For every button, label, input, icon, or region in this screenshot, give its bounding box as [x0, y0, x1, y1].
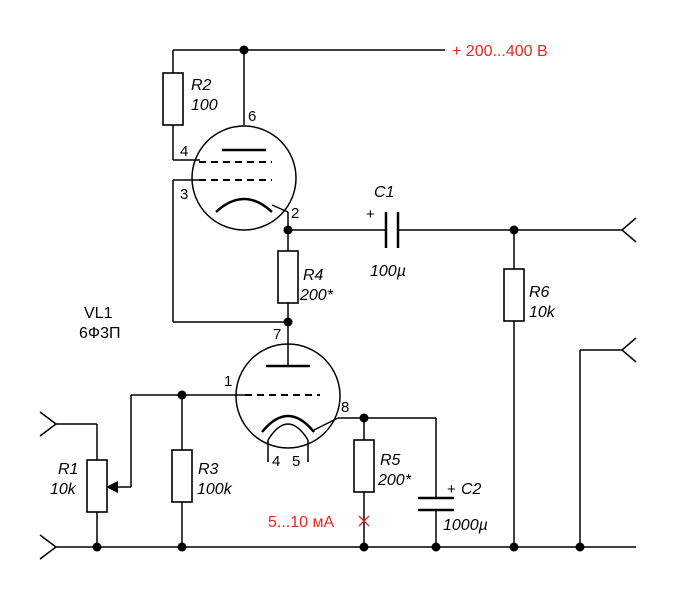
tube-type: 6Ф3П — [79, 325, 120, 342]
upper-tube — [190, 125, 297, 231]
r6-value: 10k — [529, 304, 556, 321]
resistor-r3 — [171, 395, 193, 552]
r2-ref: R2 — [191, 77, 212, 94]
input-terminal — [39, 411, 98, 460]
measurement-mark — [358, 515, 370, 527]
c2-value: 1000µ — [443, 517, 488, 534]
c2-plus: + — [447, 481, 456, 498]
pin-4-label-upper: 4 — [180, 143, 188, 160]
resistor-r2 — [162, 50, 200, 161]
wire-pin3-to-node7 — [172, 179, 288, 323]
current-note-label: 5...10 мА — [268, 514, 334, 531]
supply-rail — [173, 45, 445, 125]
r6-ref: R6 — [529, 284, 550, 301]
r5-ref: R5 — [380, 452, 401, 469]
lower-tube — [235, 343, 341, 462]
r1-value: 10k — [50, 481, 77, 498]
pin-4-label-lower: 4 — [272, 453, 280, 470]
r3-value: 100k — [197, 481, 233, 498]
r4-value: 200* — [299, 287, 334, 304]
pin-1-label: 1 — [224, 373, 232, 390]
r3-ref: R3 — [198, 461, 219, 478]
c2-ref: C2 — [461, 481, 482, 498]
resistor-r6 — [503, 230, 525, 547]
resistor-r4 — [277, 230, 299, 345]
resistor-r5 — [353, 418, 375, 552]
pin-8-label: 8 — [341, 399, 349, 416]
tube-ref: VL1 — [84, 305, 113, 322]
supply-voltage-label: + 200...400 В — [452, 43, 548, 60]
r4-ref: R4 — [303, 267, 324, 284]
c1-plus: + — [366, 206, 375, 223]
pin-2-label: 2 — [291, 205, 299, 222]
ground-rail — [39, 337, 637, 560]
c1-ref: C1 — [374, 184, 394, 201]
c1-value: 100µ — [370, 263, 406, 280]
r1-ref: R1 — [58, 461, 78, 478]
resistor-r1 — [86, 459, 108, 552]
pin-6-label: 6 — [248, 108, 256, 125]
pin-7-label: 7 — [273, 326, 281, 343]
r5-value: 200* — [377, 472, 412, 489]
pin-3-label: 3 — [180, 186, 188, 203]
pin-5-label: 5 — [292, 453, 300, 470]
r2-value: 100 — [191, 97, 218, 114]
wire-anode-output — [283, 212, 637, 243]
capacitor-c1 — [384, 212, 400, 248]
